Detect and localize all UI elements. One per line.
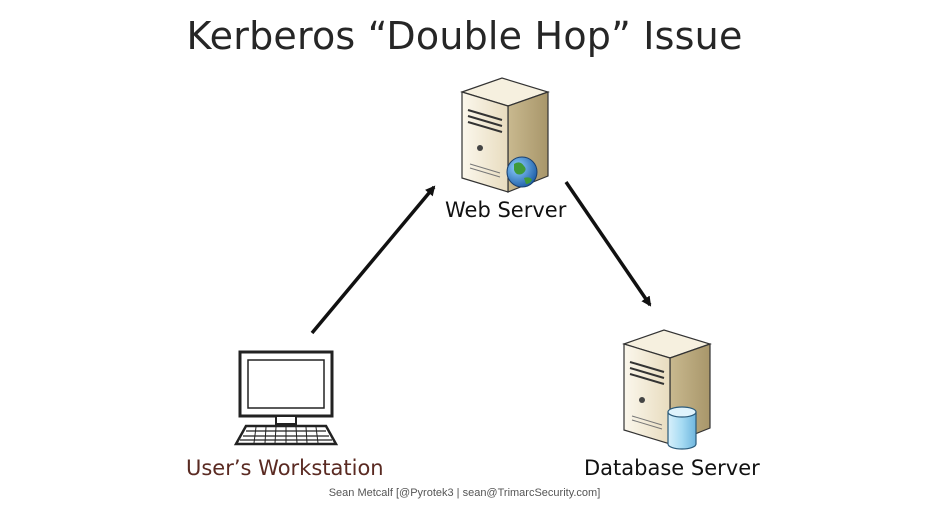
slide-footer: Sean Metcalf [@Pyrotek3 | sean@TrimarcSe… [328,487,601,499]
slide-title: Kerberos “Double Hop” Issue [186,14,743,58]
server-database-icon [622,329,712,450]
workstation-label: User’s Workstation [186,456,384,480]
edge-web-server-to-database-server [564,181,652,307]
edge-workstation-to-web-server [310,185,436,335]
computer-monitor-icon [233,350,339,446]
web-server-label: Web Server [445,198,567,222]
server-globe-icon [460,77,550,193]
database-server-label: Database Server [584,456,760,480]
